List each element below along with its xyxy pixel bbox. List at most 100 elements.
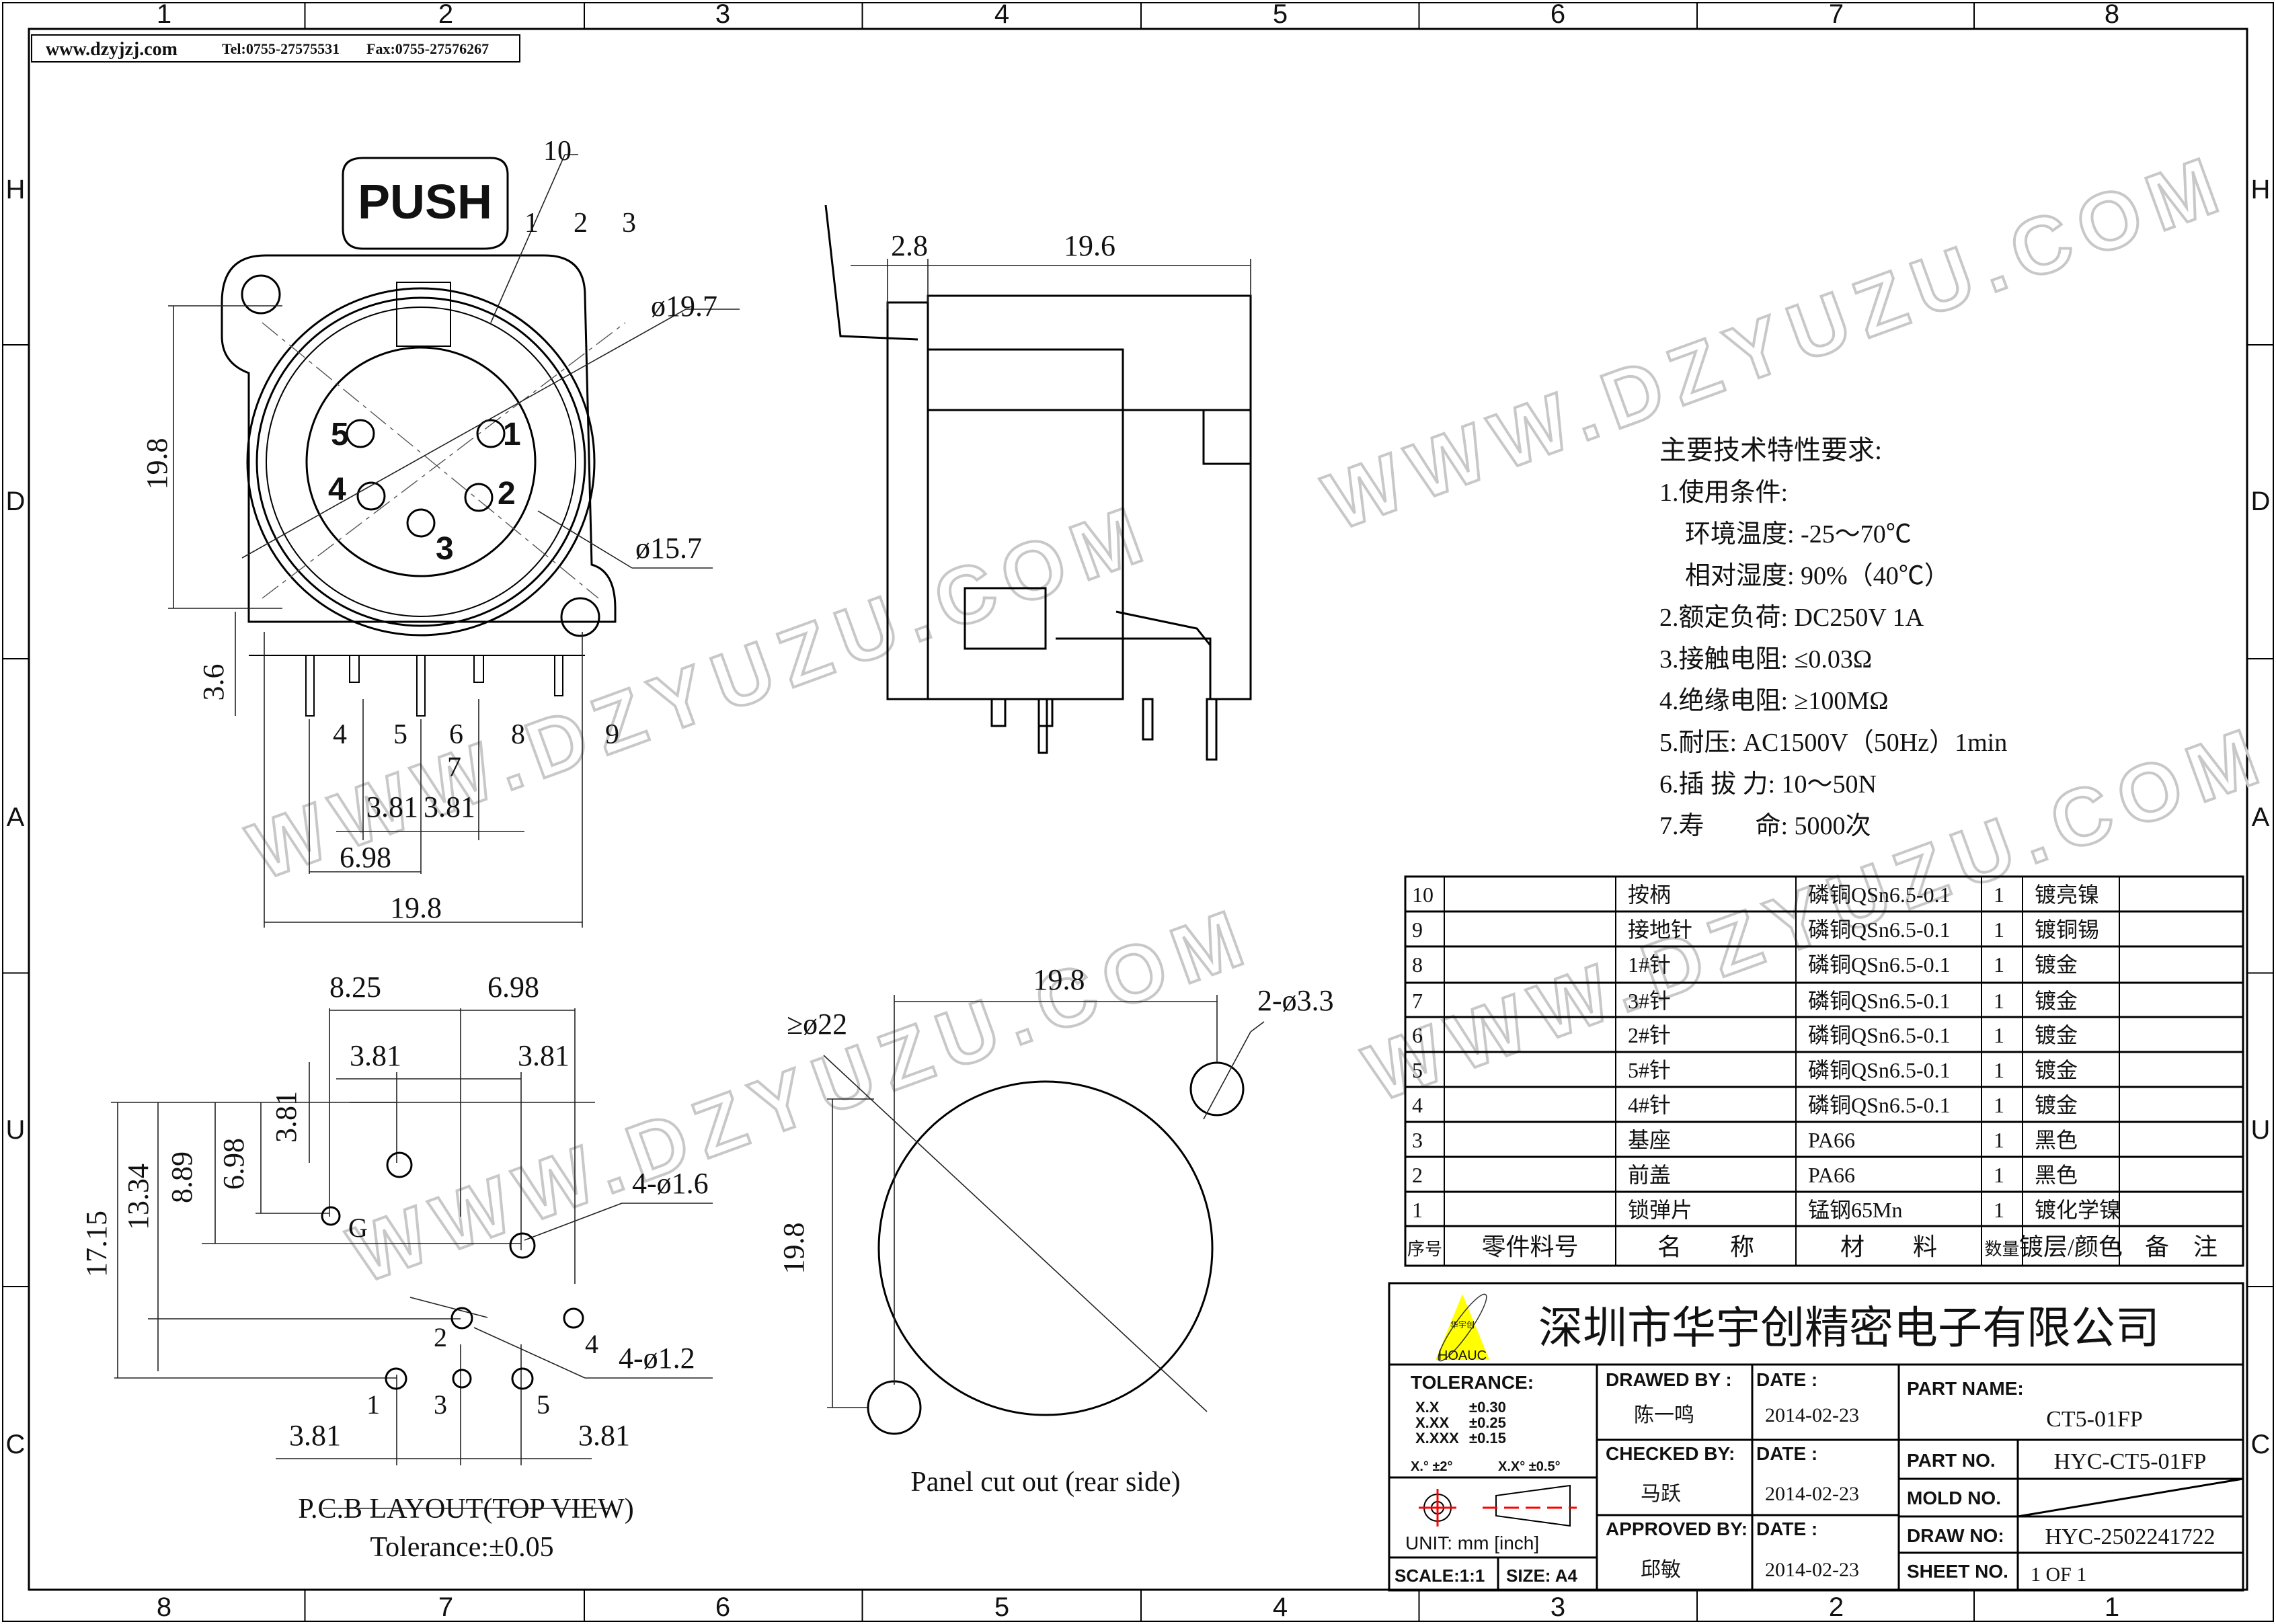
bom-cell: 1 xyxy=(1994,1058,2004,1082)
bom-cell: 4#针 xyxy=(1628,1093,1671,1117)
bom-cell: 2 xyxy=(1412,1163,1423,1187)
bom-cell: 1 xyxy=(1994,883,2004,907)
spec-line: 7.寿 命: 5000次 xyxy=(1659,812,1871,840)
angle-tolerance: X.X° ±0.5° xyxy=(1498,1459,1561,1474)
zone-letter: D xyxy=(6,487,26,516)
header-box: www.dzyjzj.com Tel:0755-27575531 Fax:075… xyxy=(31,34,520,63)
dim-pcb: 8.25 xyxy=(329,971,381,1004)
pcb-hole xyxy=(386,1151,413,1178)
zone-number: 3 xyxy=(715,0,730,29)
spec-line: 3.接触电阻: ≤0.03Ω xyxy=(1659,645,1872,674)
bom-cell: 3 xyxy=(1412,1128,1423,1152)
pin-number: 5 xyxy=(331,417,349,452)
pin-number: 3 xyxy=(436,531,454,567)
dim-pcb: 17.15 xyxy=(80,1211,113,1277)
technical-specs: 主要技术特性要求: 1.使用条件: 环境温度: -25～70℃ 相对湿度: 90… xyxy=(1659,435,2007,840)
sheet-no-label: SHEET NO. xyxy=(1907,1561,2008,1582)
bom-cell: 镀金 xyxy=(2035,1023,2078,1047)
tolerance-label: TOLERANCE: xyxy=(1411,1372,1534,1393)
bom-cell: 5#针 xyxy=(1628,1058,1671,1082)
bom-cell: 黑色 xyxy=(2035,1128,2078,1152)
bom-header: 数量 xyxy=(1984,1240,2019,1259)
approved-by-label: APPROVED BY: xyxy=(1606,1518,1748,1539)
bom-cell: 锰钢65Mn xyxy=(1808,1198,1902,1222)
pcb-pin-label: 4 xyxy=(585,1329,598,1359)
pcb-hole xyxy=(321,1206,341,1226)
dim-pcb: 3.81 xyxy=(289,1419,341,1452)
panel-hole xyxy=(1189,1061,1245,1116)
bom-cell: 前盖 xyxy=(1628,1163,1671,1187)
bom-cell: 镀金 xyxy=(2035,1058,2078,1082)
bom-cell: 基座 xyxy=(1628,1128,1671,1152)
checked-by: 马跃 xyxy=(1641,1483,1681,1505)
bom-cell: 1 xyxy=(1994,1128,2004,1152)
zone-number: 5 xyxy=(1273,0,1288,29)
part-no-label: PART NO. xyxy=(1907,1450,1996,1471)
dim-side-a: 2.8 xyxy=(891,229,928,262)
bom-cell: 1 xyxy=(1994,989,2004,1013)
bom-cell: 锁弹片 xyxy=(1628,1198,1692,1222)
dim-pitch: 3.81 xyxy=(366,790,418,823)
mount-hole xyxy=(241,274,281,315)
pcb-tolerance: Tolerance:±0.05 xyxy=(370,1532,553,1563)
bom-cell: 1 xyxy=(1994,1163,2004,1187)
zone-letter: D xyxy=(2251,487,2271,516)
zone-number: 5 xyxy=(994,1592,1009,1622)
checked-by-label: CHECKED BY: xyxy=(1606,1443,1735,1464)
zone-letter: U xyxy=(2251,1115,2271,1145)
inner-frame xyxy=(28,28,2248,1591)
spec-line: 6.插 拔 力: 10～50N xyxy=(1659,770,1877,799)
bom-cell: 8 xyxy=(1412,952,1423,977)
bom-cell: 黑色 xyxy=(2035,1163,2078,1187)
projection-symbol xyxy=(1419,1484,1577,1527)
angle-tolerance: X.° ±2° xyxy=(1411,1459,1453,1474)
callout-label: 10 xyxy=(543,136,572,167)
ground-label: G xyxy=(348,1213,368,1243)
callout-label: 7 xyxy=(447,752,461,783)
zone-number: 2 xyxy=(438,0,453,29)
zone-number: 6 xyxy=(1551,0,1565,29)
date-label: DATE : xyxy=(1756,1369,1817,1390)
logo-cn: 华宇创 xyxy=(1450,1320,1475,1330)
bom-cell: 镀化学镍 xyxy=(2035,1198,2121,1222)
dim-panel-height: 19.8 xyxy=(777,1223,810,1274)
dim-outer-dia: ø19.7 xyxy=(651,290,717,323)
bom-cell: 镀金 xyxy=(2035,989,2078,1013)
bom-cell: 1 xyxy=(1994,918,2004,942)
bom-cell: 1 xyxy=(1412,1198,1423,1222)
dim-pcb: 6.98 xyxy=(487,971,539,1004)
bom-cell: 1 xyxy=(1994,952,2004,977)
tolerance-value: ±0.30 xyxy=(1469,1399,1506,1416)
bom-cell: 镀金 xyxy=(2035,1093,2078,1117)
tolerance-key: X.X xyxy=(1415,1399,1440,1416)
bom-cell: 磷铜QSn6.5-0.1 xyxy=(1808,989,1951,1013)
pcb-pin-label: 3 xyxy=(434,1389,447,1420)
dim-span: 6.98 xyxy=(340,841,391,874)
spec-line: 相对湿度: 90%（40℃） xyxy=(1659,562,1950,590)
bom-cell: 接地针 xyxy=(1628,918,1692,942)
bom-cell: 镀铜锡 xyxy=(2035,918,2099,942)
bom-header: 零件料号 xyxy=(1481,1233,1578,1260)
dim-pcb: 3.81 xyxy=(350,1039,401,1072)
bom-cell: 按柄 xyxy=(1628,883,1671,907)
date-label: DATE : xyxy=(1756,1443,1817,1464)
logo-text: HOAUC xyxy=(1438,1348,1487,1363)
bom-cell: 磷铜QSn6.5-0.1 xyxy=(1808,1093,1951,1117)
bom-cell: 磷铜QSn6.5-0.1 xyxy=(1808,952,1951,977)
spec-line: 4.绝缘电阻: ≥100MΩ xyxy=(1659,687,1888,715)
spec-line: 环境温度: -25～70℃ xyxy=(1659,520,1912,549)
dim-pcb: 3.81 xyxy=(270,1091,303,1143)
dim-pcb: 3.81 xyxy=(578,1419,630,1452)
part-no: HYC-CT5-01FP xyxy=(2054,1449,2207,1474)
pcb-hole xyxy=(452,1369,472,1389)
approved-by: 邱敏 xyxy=(1641,1559,1681,1581)
dim-pcb: 6.98 xyxy=(217,1138,250,1190)
holes-small-label: 4-ø1.2 xyxy=(619,1342,695,1375)
tolerance-key: X.XX xyxy=(1415,1414,1449,1431)
